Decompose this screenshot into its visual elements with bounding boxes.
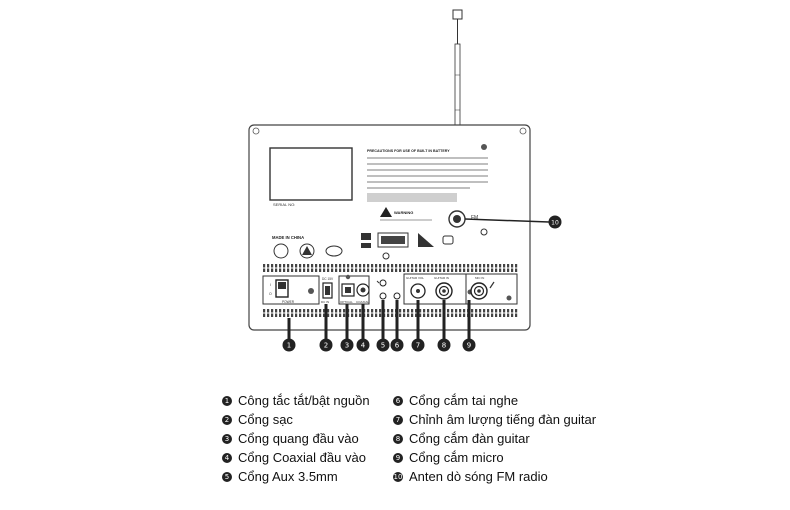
callout-number-5: 5 xyxy=(381,342,385,350)
legend-item-5: 5 Cổng Aux 3.5mm xyxy=(222,467,370,486)
callout-dot-1 xyxy=(282,338,296,352)
callout-number-2: 2 xyxy=(324,342,328,350)
callout-dot-3 xyxy=(340,338,354,352)
legend-item-7: 7 Chỉnh âm lượng tiếng đàn guitar xyxy=(393,410,596,429)
callout-dot-7 xyxy=(411,338,425,352)
certification-icons xyxy=(273,243,343,259)
callout-leader-10 xyxy=(464,218,550,223)
legend-text-10: Anten dò sóng FM radio xyxy=(409,469,548,484)
legend-item-2: 2 Cổng sạc xyxy=(222,410,370,429)
serial-label-window xyxy=(269,147,353,201)
legend-text-2: Cổng sạc xyxy=(238,412,293,427)
logo-badges xyxy=(361,232,454,248)
legend-item-3: 3 Cổng quang đầu vào xyxy=(222,429,370,448)
vent-slots-bottom xyxy=(263,309,518,317)
legend-text-8: Cổng cắm đàn guitar xyxy=(409,431,530,446)
svg-text:I: I xyxy=(270,283,271,287)
callout-dot-2 xyxy=(319,338,333,352)
legend-text-5: Cổng Aux 3.5mm xyxy=(238,469,338,484)
legend-bullet-6: 6 xyxy=(393,395,403,406)
legend-bullet-10: 10 xyxy=(393,471,403,482)
legend-bullet-3: 3 xyxy=(222,433,232,444)
warning-text: WARNING xyxy=(394,210,413,215)
made-in-china-label: MADE IN CHINA xyxy=(272,235,304,240)
legend-bullet-7: 7 xyxy=(393,414,403,425)
legend-text-1: Công tắc tắt/bật nguồn xyxy=(238,393,370,408)
legend-item-1: 1 Công tắc tắt/bật nguồn xyxy=(222,391,370,410)
legend-text-7: Chỉnh âm lượng tiếng đàn guitar xyxy=(409,412,597,427)
callout-dot-8 xyxy=(437,338,451,352)
legend-bullet-1: 1 xyxy=(222,395,232,406)
legend-item-9: 9 Cổng cắm micro xyxy=(393,448,596,467)
mic-in-label: MIC IN xyxy=(475,276,484,280)
callout-number-4: 4 xyxy=(361,342,366,350)
callout-dot-4 xyxy=(356,338,370,352)
legend-item-8: 8 Cổng cắm đàn guitar xyxy=(393,429,596,448)
legend-text-4: Cổng Coaxial đầu vào xyxy=(238,450,366,465)
warning-sign: WARNING xyxy=(380,207,432,221)
precautions-title: PRECAUTIONS FOR USE OF BUILT IN BATTERY xyxy=(367,149,450,153)
legend-bullet-4: 4 xyxy=(222,452,232,463)
callout-number-1: 1 xyxy=(287,342,291,350)
legend-left: 1 Công tắc tắt/bật nguồn 2 Cổng sạc 3 Cổng qu… xyxy=(222,391,370,486)
callout-number-6: 6 xyxy=(395,342,400,350)
vent-slots-top xyxy=(263,264,518,272)
legend-item-6: 6 Cổng cắm tai nghe xyxy=(393,391,596,410)
callout-markers: 1 2 3 4 5 6 7 8 9 10 xyxy=(282,215,562,352)
legend-bullet-8: 8 xyxy=(393,433,403,444)
callout-number-3: 3 xyxy=(345,342,349,350)
fm-label: FM xyxy=(471,215,478,221)
guitar-vol-label: GUITAR VOL xyxy=(406,276,424,280)
callout-number-8: 8 xyxy=(442,342,446,350)
guitar-in-label: GUITAR IN xyxy=(434,276,449,280)
legend-text-3: Cổng quang đầu vào xyxy=(238,431,359,446)
precautions-text-block: PRECAUTIONS FOR USE OF BUILT IN BATTERY xyxy=(367,149,488,202)
callout-number-9: 9 xyxy=(467,342,471,350)
legend-right: 6 Cổng cắm tai nghe 7 Chỉnh âm lượng tiếng … xyxy=(393,391,596,486)
screw-right xyxy=(480,228,488,236)
legend-bullet-2: 2 xyxy=(222,414,232,425)
dc-port: DC 15V DC IN xyxy=(321,277,334,304)
aux-headphone-ports xyxy=(376,279,401,300)
power-label: POWER xyxy=(282,300,295,304)
svg-text:O: O xyxy=(269,292,272,296)
callout-dot-9 xyxy=(462,338,476,352)
dc-label: DC 15V xyxy=(322,277,334,281)
mic-section: MIC IN xyxy=(465,273,518,305)
optical-label: OPTICAL xyxy=(340,300,353,304)
serial-label: SERIAL NO: xyxy=(273,202,295,207)
callout-dot-5 xyxy=(376,338,390,352)
guitar-section: GUITAR VOL GUITAR IN xyxy=(403,273,467,305)
screw-mid xyxy=(382,252,390,260)
screw-top-right xyxy=(481,144,487,150)
callout-dot-10 xyxy=(548,215,562,229)
power-switch-area: I O POWER xyxy=(262,275,320,305)
legend-bullet-5: 5 xyxy=(222,471,232,482)
callout-number-10: 10 xyxy=(551,220,559,227)
coaxial-label: COAXIAL xyxy=(356,300,369,304)
legend-bullet-9: 9 xyxy=(393,452,403,463)
legend-text-6: Cổng cắm tai nghe xyxy=(409,393,519,408)
callout-number-7: 7 xyxy=(416,342,420,350)
legend-item-4: 4 Cổng Coaxial đầu vào xyxy=(222,448,370,467)
optical-coaxial-ports: OPTICAL COAXIAL xyxy=(338,274,370,305)
dc-in-label: DC IN xyxy=(321,300,329,304)
callout-dot-6 xyxy=(390,338,404,352)
legend-text-9: Cổng cắm micro xyxy=(409,450,504,465)
legend-item-10: 10 Anten dò sóng FM radio xyxy=(393,467,596,486)
